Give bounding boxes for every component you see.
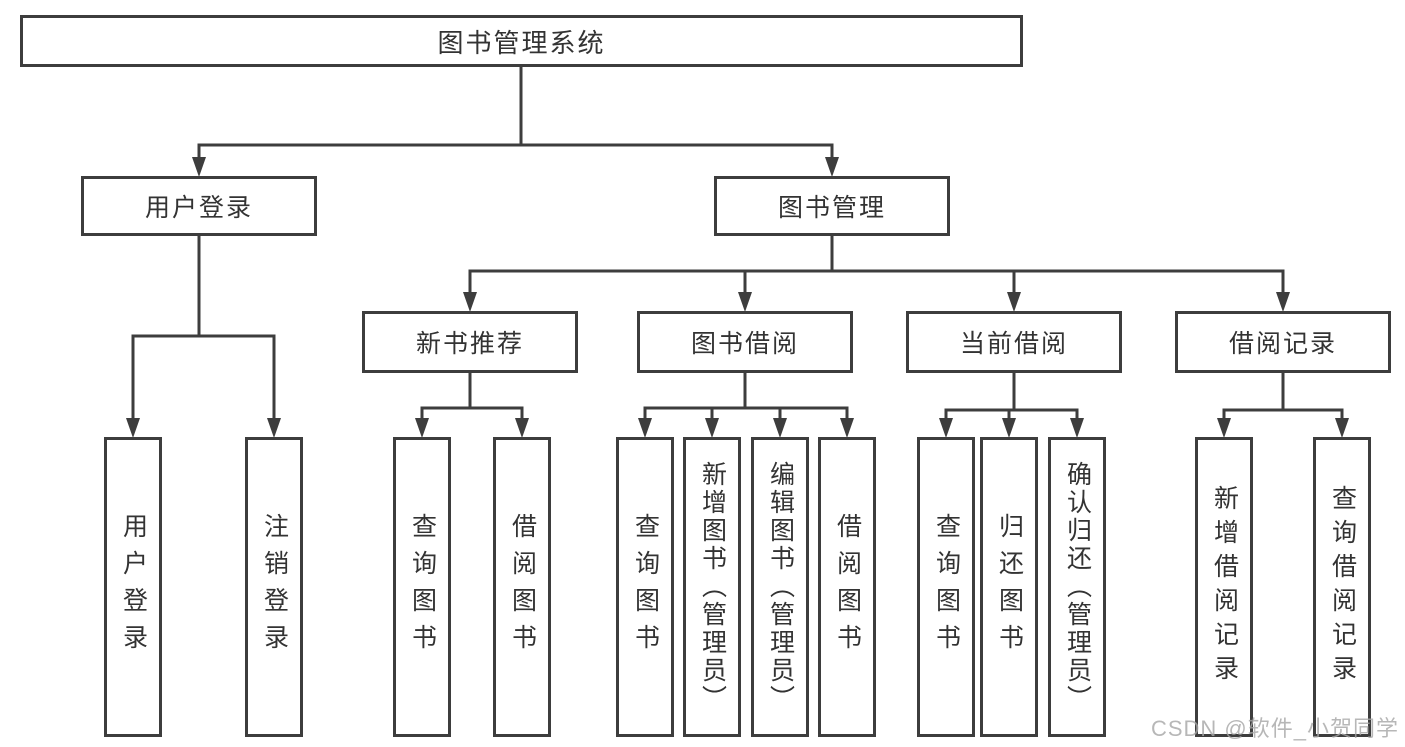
node-label: 当前借阅 [959, 330, 1068, 358]
node-user-login: 用户登录 [81, 176, 317, 236]
leaf-borrow-books-recommend: 借阅图书 [493, 437, 551, 737]
leaf-query-books-borrow: 查询图书 [616, 437, 674, 737]
node-label: 图书借阅 [690, 330, 799, 358]
node-label: 用户登录 [144, 194, 253, 222]
node-label: 借阅图书 [508, 513, 537, 661]
node-book-borrow: 图书借阅 [637, 311, 853, 373]
node-label: 注销登录 [260, 513, 289, 661]
node-new-book-recommend: 新书推荐 [362, 311, 578, 373]
leaf-borrow-books: 借阅图书 [818, 437, 876, 737]
leaf-logout: 注销登录 [245, 437, 303, 737]
node-label: 新增借阅记录 [1210, 485, 1239, 689]
leaf-return-book: 归还图书 [980, 437, 1038, 737]
node-label: 查询图书 [932, 513, 961, 661]
node-current-borrow: 当前借阅 [906, 311, 1122, 373]
node-label: 新增图书（管理员） [698, 461, 727, 713]
arrow-down-icon [126, 157, 1349, 438]
leaf-add-book-admin: 新增图书（管理员） [683, 437, 741, 737]
node-borrow-records: 借阅记录 [1175, 311, 1391, 373]
node-label: 图书管理系统 [437, 27, 606, 58]
node-label: 新书推荐 [415, 330, 524, 358]
watermark-text: CSDN @软件_小贺同学 [1150, 716, 1399, 741]
leaf-edit-book-admin: 编辑图书（管理员） [751, 437, 809, 737]
node-label: 编辑图书（管理员） [766, 461, 795, 713]
node-label: 查询图书 [631, 513, 660, 661]
leaf-query-borrow-record: 查询借阅记录 [1313, 437, 1371, 737]
leaf-user-login: 用户登录 [104, 437, 162, 737]
node-book-management: 图书管理 [714, 176, 950, 236]
node-label: 借阅记录 [1228, 330, 1337, 358]
leaf-confirm-return-admin: 确认归还（管理员） [1048, 437, 1106, 737]
node-label: 图书管理 [777, 194, 886, 222]
node-label: 归还图书 [995, 513, 1024, 661]
node-label: 查询图书 [408, 513, 437, 661]
leaf-query-books-recommend: 查询图书 [393, 437, 451, 737]
node-label: 查询借阅记录 [1328, 485, 1357, 689]
node-label: 借阅图书 [833, 513, 862, 661]
leaf-add-borrow-record: 新增借阅记录 [1195, 437, 1253, 737]
leaf-query-books-current: 查询图书 [917, 437, 975, 737]
node-label: 确认归还（管理员） [1063, 461, 1092, 713]
node-label: 用户登录 [119, 513, 148, 661]
node-root: 图书管理系统 [20, 15, 1023, 67]
